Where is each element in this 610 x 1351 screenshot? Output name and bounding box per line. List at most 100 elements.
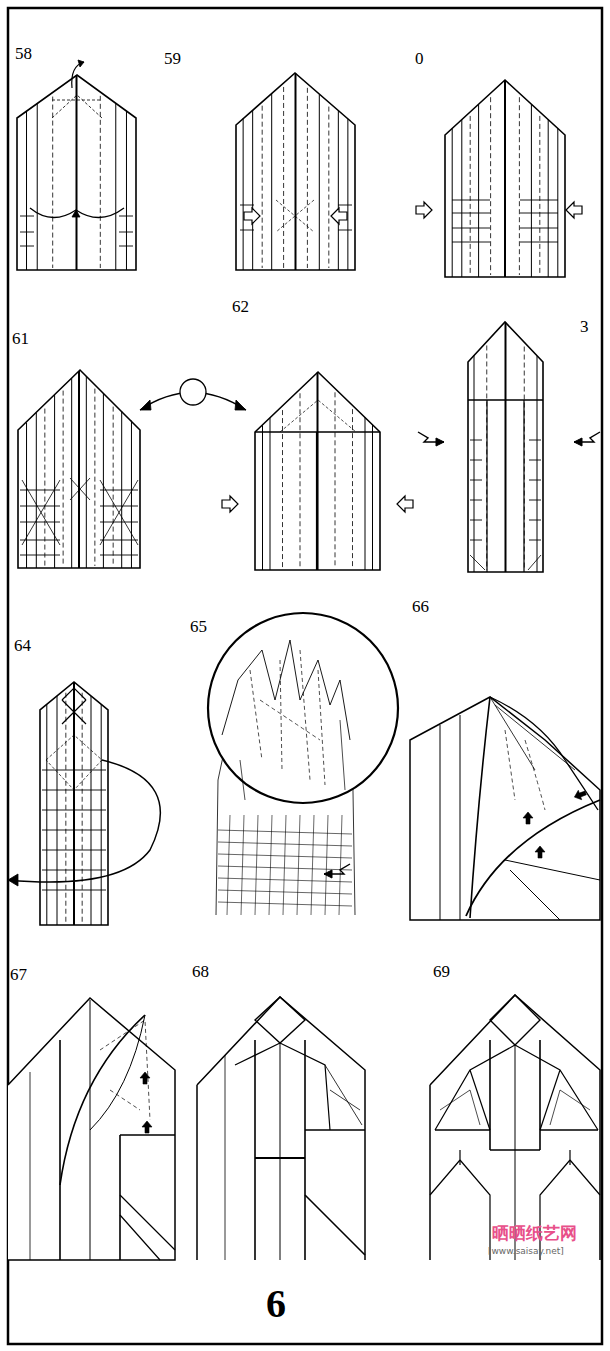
crease-line — [305, 1129, 365, 1131]
crease-tick — [20, 506, 60, 507]
model-outline — [197, 997, 365, 1260]
crease-line — [36, 413, 37, 568]
dashed-crease — [352, 409, 353, 568]
step-number: 3 — [580, 318, 589, 335]
arrow-head — [78, 60, 84, 67]
sketch-line — [222, 640, 350, 740]
crease-tick — [20, 246, 34, 247]
crease-line — [37, 104, 38, 270]
crease-tick — [470, 500, 482, 501]
crease-line — [86, 376, 87, 568]
grid-line — [218, 890, 352, 894]
fold-line — [90, 1015, 145, 1130]
fold-arrow — [72, 62, 84, 88]
crease-line — [489, 1040, 491, 1150]
dashed-crease — [100, 96, 101, 268]
model-outline — [255, 372, 380, 570]
fold-edge — [468, 399, 543, 400]
crease-tick — [470, 440, 482, 441]
crease-line — [59, 1040, 61, 1260]
crease-line — [30, 1072, 31, 1260]
crease-tick — [42, 850, 106, 851]
crease-line — [270, 418, 271, 570]
crease-tick — [470, 460, 482, 461]
fold-line — [490, 995, 540, 1045]
step-number: 58 — [15, 45, 32, 62]
dashed-crease — [250, 650, 325, 785]
crease-tick — [520, 200, 558, 201]
crease-tick — [452, 213, 490, 214]
crease-line — [120, 1134, 175, 1136]
grid-line — [311, 815, 314, 915]
fold-line — [60, 1015, 145, 1185]
fold-line — [505, 860, 600, 920]
push-arrow — [222, 496, 238, 512]
crease-line — [461, 120, 462, 277]
crease-tick — [240, 230, 254, 231]
crease-line — [73, 682, 75, 925]
fold-line — [235, 1043, 330, 1130]
crease-tick — [42, 890, 106, 891]
crease-tick — [529, 480, 541, 481]
crease-line — [91, 696, 92, 925]
crease-line — [486, 400, 487, 572]
crease-tick — [20, 555, 60, 556]
fold-line — [490, 697, 598, 810]
crease-line — [304, 1040, 306, 1260]
lift-arrow — [142, 1121, 152, 1133]
crease-tick — [42, 810, 106, 811]
crease-line — [505, 323, 507, 572]
fold-line — [435, 1045, 515, 1130]
crease-line — [459, 1150, 460, 1165]
fold-arrow — [8, 760, 160, 882]
crease-line — [225, 1055, 226, 1260]
grid-line — [283, 815, 286, 915]
crease-line — [46, 704, 47, 925]
dashed-crease — [65, 693, 66, 923]
crease-line — [78, 371, 80, 568]
lift-arrow — [535, 846, 545, 858]
step-number: 65 — [190, 618, 207, 635]
crease-line — [539, 1040, 541, 1150]
crease-line — [262, 425, 263, 570]
dashed-crease — [335, 392, 336, 568]
step-number: 66 — [412, 598, 429, 615]
fold-line — [515, 1045, 598, 1130]
fold-line — [440, 1090, 590, 1125]
model-outline — [18, 370, 140, 568]
crease-line — [460, 715, 461, 920]
crease-line — [54, 395, 55, 568]
crease-line — [372, 424, 373, 570]
page-number: 6 — [266, 1284, 286, 1324]
dashed-crease — [539, 116, 540, 275]
crease-line — [71, 378, 72, 568]
crease-line — [255, 1157, 305, 1159]
model-outline — [468, 322, 543, 572]
crease-tick — [520, 242, 558, 243]
crease-line — [557, 128, 558, 277]
crease-line — [115, 103, 116, 270]
fold-line — [430, 1160, 600, 1260]
crease-line — [121, 411, 122, 568]
grid-line — [218, 866, 352, 870]
grid-line — [339, 815, 342, 915]
dashed-crease — [280, 400, 356, 432]
push-arrow — [331, 208, 347, 224]
crease-tick — [452, 242, 490, 243]
step-number: 62 — [232, 298, 249, 315]
grid-line — [218, 902, 352, 906]
dashed-crease — [94, 389, 95, 566]
dashed-crease — [276, 200, 314, 232]
center-edge — [316, 432, 318, 570]
crease-line — [478, 104, 479, 277]
dashed-crease — [300, 393, 301, 568]
step-number: 59 — [164, 50, 181, 67]
crease-line — [317, 372, 319, 570]
crease-tick — [338, 205, 352, 206]
crease-line — [280, 1043, 281, 1260]
arrow-head — [436, 438, 444, 446]
crease-tick — [452, 228, 490, 229]
dashed-crease — [63, 391, 64, 566]
crease-tick — [119, 246, 133, 247]
crease-tick — [100, 555, 138, 556]
